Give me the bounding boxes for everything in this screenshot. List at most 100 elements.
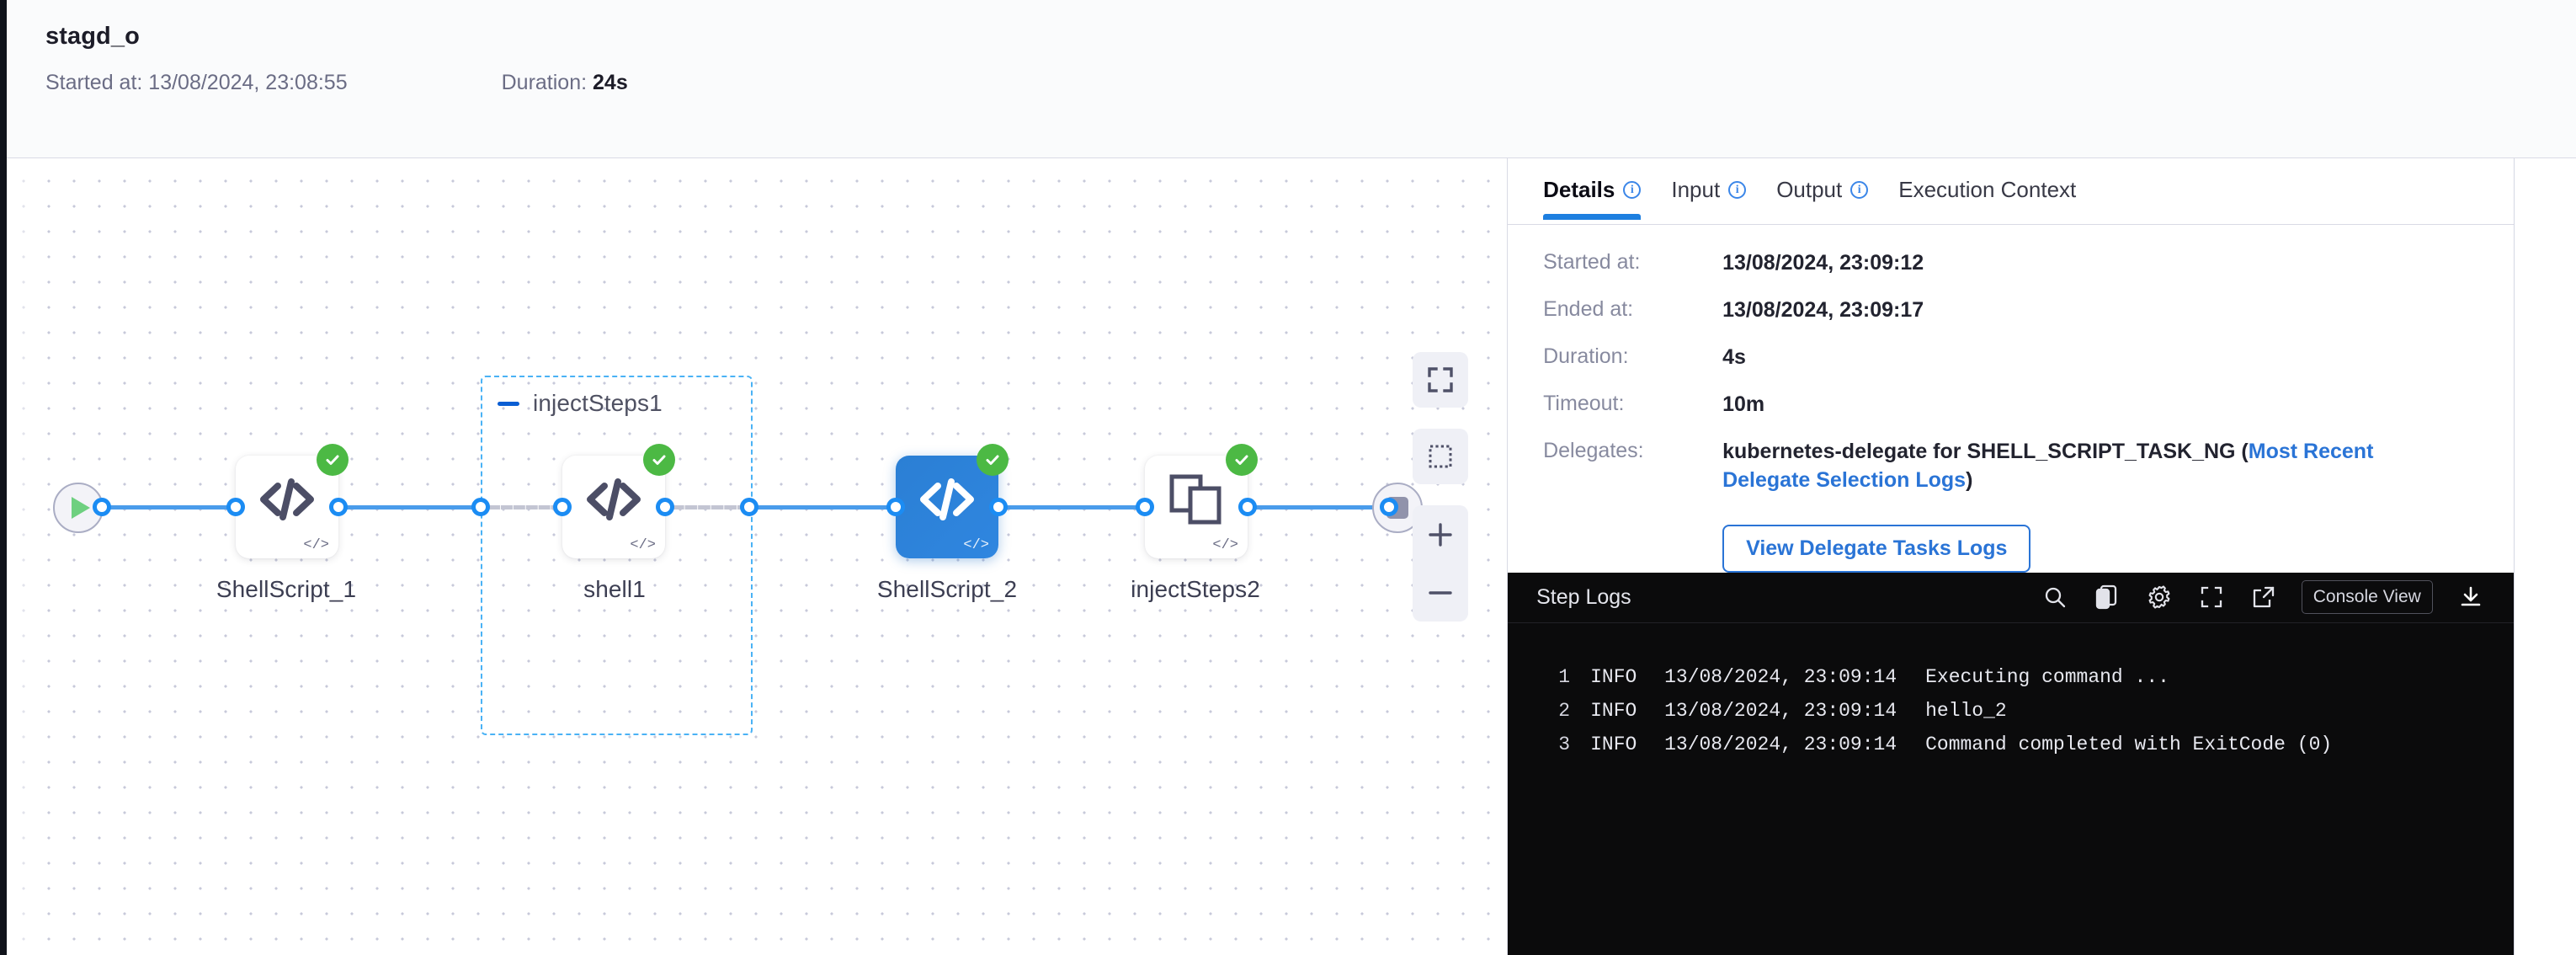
- node-label-injectsteps2: injectSteps2: [1131, 576, 1260, 602]
- log-line: 1 INFO 13/08/2024, 23:09:14 Executing co…: [1508, 660, 2514, 694]
- step-detail-panel: Details i Input i Output i Execution Con…: [1508, 158, 2515, 955]
- port-shell1-out[interactable]: [656, 498, 674, 516]
- step-node-shellscript-2[interactable]: </>: [896, 444, 1009, 558]
- zoom-in-button[interactable]: [1413, 505, 1468, 563]
- info-icon[interactable]: i: [1850, 181, 1869, 199]
- search-icon[interactable]: [2041, 583, 2069, 611]
- copy-icon[interactable]: [2093, 583, 2121, 611]
- log-line-number: 1: [1558, 665, 1571, 688]
- delegate-selection-logs-link[interactable]: Most Recent Delegate Selection Logs: [1722, 439, 2374, 492]
- port-group-out[interactable]: [740, 498, 758, 516]
- body-split: injectSteps1: [0, 158, 2576, 955]
- edge-shellscript2-to-injectsteps2: [998, 505, 1148, 510]
- duration-text: Duration: 24s: [502, 71, 628, 95]
- port-shellscript1-out[interactable]: [329, 498, 348, 516]
- port-injectsteps2-out[interactable]: [1238, 498, 1257, 516]
- detail-row-duration: Duration: 4s: [1543, 343, 2514, 371]
- left-nav-rail: [0, 0, 7, 955]
- status-badge-success: [1226, 444, 1258, 476]
- code-corner-icon: </>: [630, 537, 656, 553]
- edge-shellscript1-to-group: [337, 505, 488, 510]
- tab-details[interactable]: Details i: [1543, 177, 1642, 220]
- group-header[interactable]: injectSteps1: [498, 390, 663, 417]
- port-shellscript1-in[interactable]: [226, 498, 245, 516]
- detail-value: 4s: [1722, 344, 1746, 369]
- log-line: 2 INFO 13/08/2024, 23:09:14 hello_2: [1508, 694, 2514, 728]
- code-icon: [562, 456, 665, 543]
- step-node-shell1[interactable]: </>: [562, 444, 675, 558]
- port-group-in[interactable]: [471, 498, 490, 516]
- view-delegate-tasks-logs-button[interactable]: View Delegate Tasks Logs: [1722, 524, 2031, 573]
- log-timestamp: 13/08/2024, 23:09:14: [1664, 733, 1897, 755]
- node-label-shell1: shell1: [583, 576, 646, 602]
- external-link-icon[interactable]: [2249, 583, 2278, 611]
- download-icon[interactable]: [2456, 583, 2485, 611]
- info-icon[interactable]: i: [1728, 181, 1747, 199]
- step-logs-header: Step Logs: [1508, 573, 2514, 623]
- code-icon: [896, 456, 998, 543]
- tab-input[interactable]: Input i: [1671, 177, 1747, 219]
- step-logs-title: Step Logs: [1536, 584, 1631, 609]
- port-injectsteps2-in[interactable]: [1136, 498, 1154, 516]
- duration-value: 24s: [593, 71, 628, 94]
- port-shellscript2-out[interactable]: [989, 498, 1008, 516]
- code-corner-icon: </>: [303, 537, 329, 553]
- detail-label: Delegates:: [1543, 438, 1644, 462]
- step-logs-toolbar: Console View: [2041, 580, 2485, 615]
- code-corner-icon: </>: [1212, 537, 1238, 553]
- log-line: 3 INFO 13/08/2024, 23:09:14 Command comp…: [1508, 728, 2514, 761]
- log-timestamp: 13/08/2024, 23:09:14: [1664, 665, 1897, 688]
- tab-execution-context[interactable]: Execution Context: [1898, 177, 2076, 219]
- tab-output-label: Output: [1776, 177, 1843, 202]
- expand-icon[interactable]: [2197, 583, 2226, 611]
- port-shell1-in[interactable]: [553, 498, 572, 516]
- fit-to-screen-button[interactable]: [1413, 352, 1469, 408]
- execution-header: stagd_o Started at: 13/08/2024, 23:08:55…: [0, 0, 2576, 158]
- status-badge-success: [643, 444, 675, 476]
- started-at-text: Started at: 13/08/2024, 23:08:55: [45, 71, 348, 94]
- status-badge-success: [977, 444, 1009, 476]
- step-node-injectsteps2[interactable]: </>: [1145, 444, 1258, 558]
- info-icon[interactable]: i: [1623, 181, 1642, 199]
- details-content: Started at: 13/08/2024, 23:09:12 Ended a…: [1508, 225, 2514, 573]
- edge-start-to-shellscript1: [99, 505, 238, 510]
- detail-value: 13/08/2024, 23:09:17: [1722, 297, 1924, 322]
- tab-details-label: Details: [1543, 177, 1615, 202]
- code-icon: [236, 456, 338, 543]
- console-view-button[interactable]: Console View: [2301, 580, 2433, 615]
- step-node-shellscript-1[interactable]: </>: [236, 444, 349, 558]
- group-label: injectSteps1: [533, 390, 663, 416]
- detail-row-timeout: Timeout: 10m: [1543, 390, 2514, 419]
- play-icon: [71, 497, 90, 519]
- detail-label: Duration:: [1543, 344, 1629, 368]
- edge-group-in-dashed: [488, 505, 562, 510]
- step-logs-body[interactable]: 1 INFO 13/08/2024, 23:09:14 Executing co…: [1508, 623, 2514, 761]
- selection-box-button[interactable]: [1413, 429, 1469, 484]
- tab-input-label: Input: [1671, 177, 1721, 202]
- gear-icon[interactable]: [2145, 583, 2174, 611]
- tab-output[interactable]: Output i: [1776, 177, 1869, 219]
- detail-value: 13/08/2024, 23:09:12: [1722, 250, 1924, 275]
- log-timestamp: 13/08/2024, 23:09:14: [1664, 699, 1897, 722]
- tab-execution-context-label: Execution Context: [1898, 177, 2077, 202]
- edge-injectsteps2-to-end: [1246, 505, 1389, 510]
- detail-tabs: Details i Input i Output i Execution Con…: [1508, 158, 2514, 225]
- port-shellscript2-in[interactable]: [886, 498, 905, 516]
- step-logs-panel: Step Logs: [1508, 572, 2514, 955]
- duration-label: Duration:: [501, 71, 588, 94]
- port-end-in[interactable]: [1380, 498, 1398, 516]
- delegates-text-after: ): [1966, 467, 1973, 492]
- copy-stack-icon: [1145, 456, 1248, 543]
- group-node-injectSteps1[interactable]: [481, 376, 753, 735]
- pipeline-canvas[interactable]: injectSteps1: [0, 158, 1509, 955]
- page-title: stagd_o: [45, 23, 140, 50]
- delegates-text: kubernetes-delegate for SHELL_SCRIPT_TAS…: [1722, 439, 2249, 463]
- minus-icon[interactable]: [498, 401, 519, 406]
- start-node[interactable]: [53, 483, 104, 533]
- zoom-out-button[interactable]: [1413, 563, 1468, 622]
- log-level: INFO: [1590, 733, 1637, 755]
- port-start-out[interactable]: [93, 498, 111, 516]
- node-label-shellscript-2: ShellScript_2: [876, 576, 1018, 602]
- delegates-value: kubernetes-delegate for SHELL_SCRIPT_TAS…: [1722, 437, 2387, 494]
